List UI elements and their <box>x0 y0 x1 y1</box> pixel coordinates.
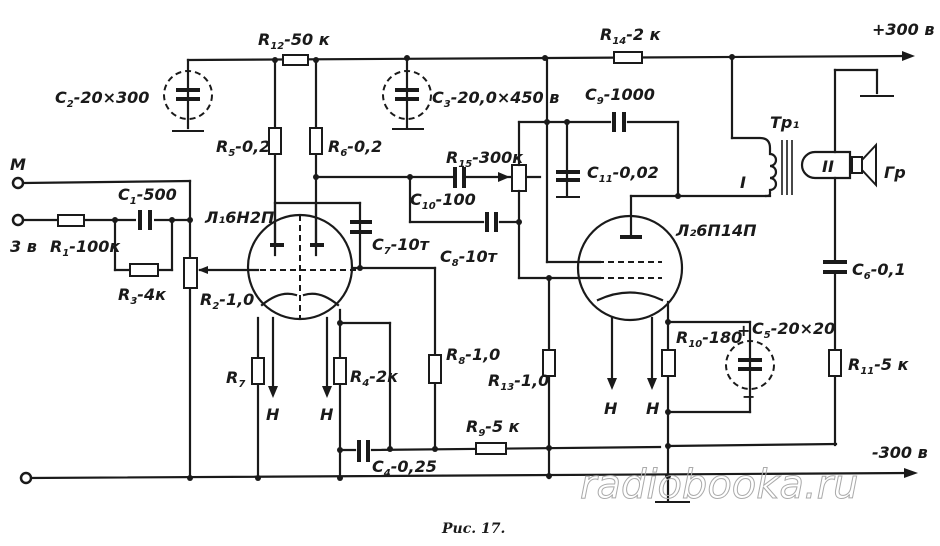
svg-text:C2-20×300: C2-20×300 <box>55 88 149 110</box>
positive-rail-label: +300 в <box>872 20 935 39</box>
mic-terminal <box>11 176 25 190</box>
resistor-r4: R4-2к <box>333 357 399 389</box>
svg-text:R14-2 к: R14-2 к <box>600 25 662 47</box>
inputs: М 3 в <box>10 155 193 481</box>
svg-text:I: I <box>740 173 746 192</box>
speaker-label: Гр <box>884 163 906 182</box>
resistor-r11: R11-5 к <box>828 349 910 377</box>
capacitor-c6: C6-0,1 <box>823 176 906 447</box>
capacitor-c11: C11-0,02 <box>544 56 659 264</box>
resistor-r8: R8-1,0 <box>428 345 500 384</box>
svg-text:C4-0,25: C4-0,25 <box>372 457 437 479</box>
watermark: radiobooka.ru <box>580 462 858 508</box>
resistor-r10: R10-180 <box>661 328 742 377</box>
svg-text:C10-100: C10-100 <box>410 190 476 212</box>
svg-text:R3-4к: R3-4к <box>118 285 167 307</box>
svg-text:R8-1,0: R8-1,0 <box>446 345 500 367</box>
svg-text:Тр₁: Тр₁ <box>770 113 799 132</box>
svg-text:Н: Н <box>266 405 280 424</box>
line-terminal <box>11 213 25 227</box>
svg-text:R2-1,0: R2-1,0 <box>200 290 254 312</box>
tube-l2-label: Л₂6П14П <box>675 221 757 240</box>
svg-text:R9-5 к: R9-5 к <box>466 417 521 439</box>
svg-text:C3-20,0×450 в: C3-20,0×450 в <box>432 88 559 110</box>
resistor-r14: R14-2 к <box>542 25 662 64</box>
heater-2: Н <box>320 316 334 424</box>
capacitor-c2: C2-20×300 <box>55 58 213 132</box>
tube-l2: Л₂6П14П Н Н <box>576 193 772 480</box>
resistor-r1: R1-100к <box>50 214 121 259</box>
svg-text:R7: R7 <box>226 368 245 390</box>
capacitor-c1: C1-500 <box>112 185 177 272</box>
svg-text:R6-0,2: R6-0,2 <box>328 137 382 159</box>
resistor-r9: R9-5 к <box>466 417 521 455</box>
svg-text:C5-20×20: C5-20×20 <box>752 319 835 341</box>
capacitor-c4: C4-0,25 <box>337 440 662 479</box>
svg-text:C7-10т: C7-10т <box>372 235 431 257</box>
svg-text:+: + <box>737 321 750 340</box>
svg-text:R4-2к: R4-2к <box>350 367 399 389</box>
negative-rail: -300 в <box>19 443 928 485</box>
svg-text:R11-5 к: R11-5 к <box>848 355 910 377</box>
svg-text:Н: Н <box>646 399 660 418</box>
mic-input-label: М <box>10 155 26 174</box>
resistor-r3: R3-4к <box>113 263 174 307</box>
svg-text:R12-50 к: R12-50 к <box>258 30 331 52</box>
resistor-r13: R13-1,0 <box>488 275 556 480</box>
tube-l1: Л₁6Н2П <box>204 201 362 321</box>
potentiometer-r2: R2-1,0 <box>183 257 260 312</box>
capacitor-c5: + − C5-20×20 <box>665 319 835 415</box>
negative-rail-label: -300 в <box>872 443 928 462</box>
svg-text:R10-180: R10-180 <box>676 328 742 350</box>
svg-text:R13-1,0: R13-1,0 <box>488 371 549 393</box>
speaker-icon <box>861 142 877 188</box>
line-input-label: 3 в <box>10 237 37 256</box>
figure-caption: Рис. 17. <box>441 521 505 537</box>
svg-text:C6-0,1: C6-0,1 <box>852 260 906 282</box>
capacitor-c10: C10-100 <box>407 167 476 212</box>
svg-text:R5-0,2: R5-0,2 <box>216 137 270 159</box>
svg-text:C9-1000: C9-1000 <box>585 85 655 107</box>
capacitor-c7: C7-10т <box>350 201 437 450</box>
tube-l1-label: Л₁6Н2П <box>204 208 275 227</box>
svg-text:−: − <box>742 387 755 406</box>
svg-text:R15-300к: R15-300к <box>446 148 524 170</box>
ground-terminal <box>19 471 33 485</box>
svg-text:C8-10т: C8-10т <box>440 247 499 269</box>
resistor-r7: R7 <box>226 357 265 390</box>
svg-text:Н: Н <box>320 405 334 424</box>
capacitor-c3: C3-20,0×450 в <box>382 55 559 130</box>
svg-text:C11-0,02: C11-0,02 <box>587 163 659 185</box>
heater-1: Н <box>266 316 280 424</box>
svg-text:R1-100к: R1-100к <box>50 237 121 259</box>
svg-text:II: II <box>822 157 834 176</box>
capacitor-c8: C8-10т <box>408 175 602 280</box>
transformer-tr1: I II Тр₁ Гр <box>729 54 906 198</box>
capacitor-c9: C9-1000 <box>585 85 680 198</box>
svg-text:Н: Н <box>604 399 618 418</box>
potentiometer-r15: R15-300к <box>446 120 547 192</box>
svg-text:C1-500: C1-500 <box>118 185 177 207</box>
resistor-r6: R6-0,2 <box>309 58 542 257</box>
